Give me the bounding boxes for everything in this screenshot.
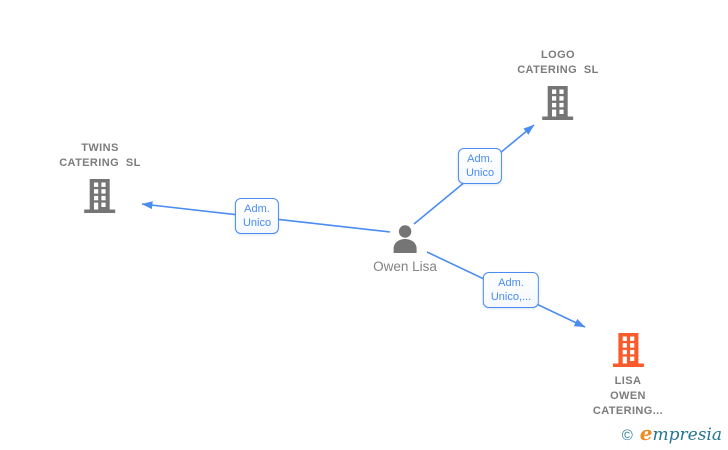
building-icon-highlighted (612, 333, 644, 367)
empresia-logo-rest: mpresia (652, 425, 723, 445)
node-logo-catering[interactable]: LOGO CATERING SL (517, 48, 599, 121)
node-label: TWINS CATERING SL (59, 142, 141, 169)
node-label: LISA OWEN CATERING... (592, 375, 664, 417)
building-icon (84, 179, 116, 213)
node-owen-lisa[interactable]: Owen Lisa (373, 223, 437, 274)
person-icon (393, 225, 417, 253)
empresia-logo-initial: e (639, 421, 653, 445)
edge-label-adm-unico-logo[interactable]: Adm. Unico (457, 148, 503, 184)
edge-label-adm-unico-lisa[interactable]: Adm. Unico,... (482, 272, 540, 308)
empresia-logo[interactable]: empresia (640, 421, 722, 445)
node-lisa-owen-catering[interactable]: LISA OWEN CATERING... (593, 333, 663, 419)
node-label: Owen Lisa (373, 259, 437, 274)
footer-watermark: © empresia (622, 421, 722, 445)
building-icon (542, 86, 574, 120)
node-label: LOGO CATERING SL (517, 49, 599, 76)
edge-label-adm-unico-twins[interactable]: Adm. Unico (234, 198, 280, 234)
node-twins-catering[interactable]: TWINS CATERING SL (59, 141, 141, 214)
copyright-icon: © (621, 427, 633, 444)
